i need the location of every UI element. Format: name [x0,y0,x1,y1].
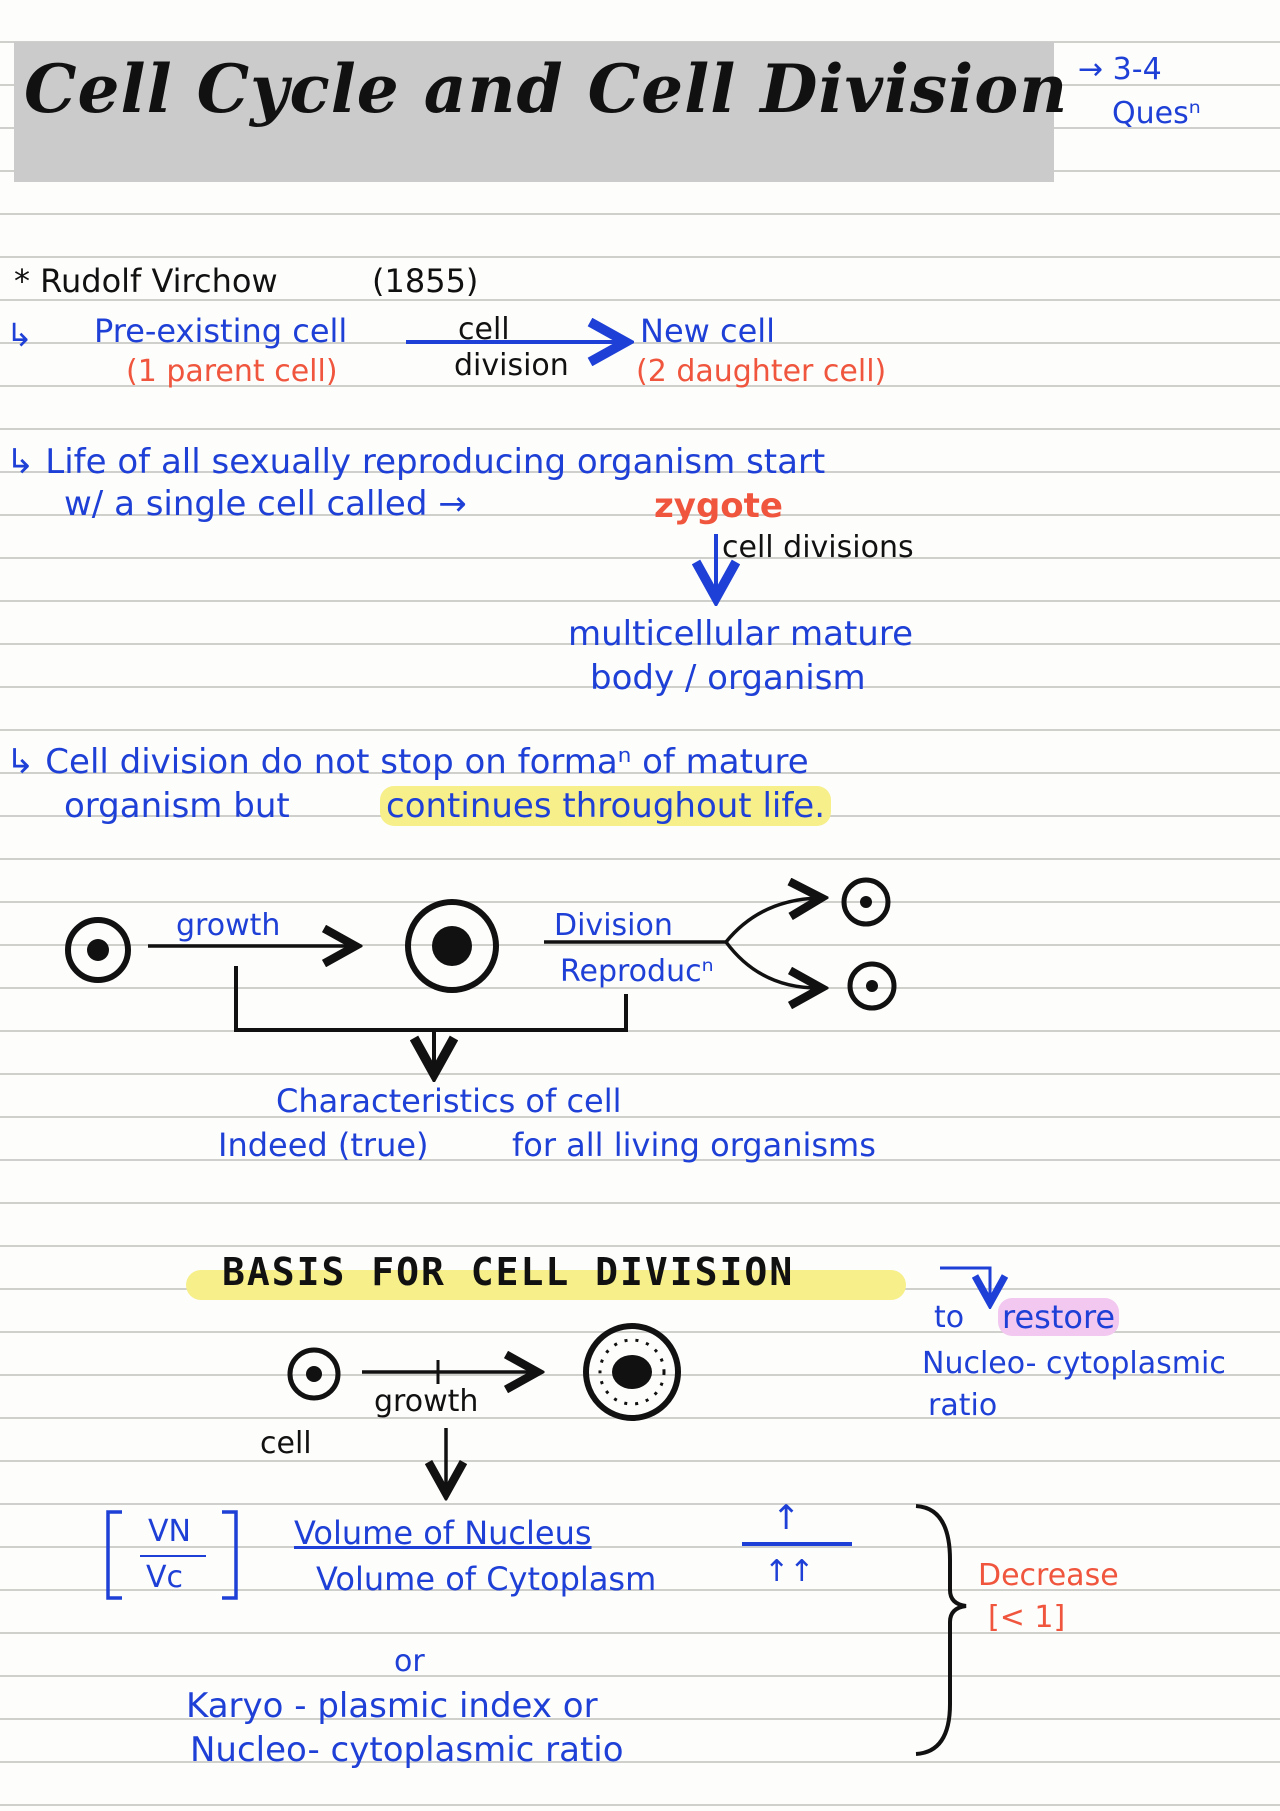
decrease-label: Decrease [978,1558,1119,1593]
restore-line-2: Nucleo- cytoplasmic [922,1346,1226,1381]
daughter-cell-top-icon [841,877,891,927]
basis-large-cell-icon [583,1323,681,1421]
restore-arrow [940,1266,990,1300]
bracket-join [234,966,628,1032]
volume-nucleus: Volume of Nucleus [294,1514,592,1552]
ratio-right-bracket [222,1510,238,1600]
daughter-cell-bottom-icon [847,961,897,1011]
continues-highlight: continues throughout life. [380,786,832,826]
restore-line-3: ratio [928,1388,998,1423]
life-line-1: ↳ Life of all sexually reproducing organ… [6,442,826,482]
grown-cell-icon [405,899,499,993]
vn-label: VN [148,1514,191,1549]
reproduction-label: Reproducⁿ [560,954,714,989]
multicellular-line: multicellular mature [568,614,913,654]
virchow-heading: * Rudolf Virchow [14,262,278,300]
big-curly-brace [915,1504,967,1756]
organism-line: body / organism [590,658,866,698]
bullet-arrow: ↳ [6,316,33,354]
less-than-one: [< 1] [988,1600,1066,1635]
cell-divisions-label: cell divisions [722,530,914,565]
basis-highlight [186,1270,906,1300]
numerator-up-arrow: ↑ [772,1498,801,1538]
title-band [14,42,1054,182]
question-count-label: Quesⁿ [1112,96,1201,131]
growth-label: growth [176,908,281,943]
karyoplasmic-index: Karyo - plasmic index or [186,1686,598,1726]
volume-cytoplasm: Volume of Cytoplasm [316,1560,657,1598]
division-label: Division [554,908,673,943]
virchow-year: (1855) [372,262,479,300]
denominator-up-arrows: ↑↑ [764,1554,815,1589]
characteristics-line: Characteristics of cell [276,1082,622,1120]
zygote-label: zygote [654,486,783,526]
page-title: Cell Cycle and Cell Division [24,50,1069,128]
or-label: or [394,1644,425,1679]
pre-existing-cell: Pre-existing cell [94,312,348,350]
cell-label: cell [260,1426,312,1461]
division-fork [724,898,818,944]
indeed-true: Indeed (true) [218,1126,429,1164]
basis-growth-label: growth [374,1384,479,1419]
small-cell-icon [65,917,131,983]
parent-cell-note: (1 parent cell) [126,354,338,389]
vc-label: Vc [146,1560,184,1595]
daughter-cell-note: (2 daughter cell) [636,354,887,389]
question-count-arrow: → 3-4 [1078,52,1162,87]
new-cell: New cell [640,312,776,350]
ratio-left-bracket [106,1510,122,1600]
basis-heading: BASIS FOR CELL DIVISION [222,1250,795,1294]
restore-word: restore [998,1298,1120,1336]
continues-line-2: organism but [64,786,290,826]
nucleo-cytoplasmic-ratio: Nucleo- cytoplasmic ratio [190,1730,624,1770]
restore-to: to [934,1300,965,1335]
continues-line-1: ↳ Cell division do not stop on formaⁿ of… [6,742,809,782]
life-line-2: w/ a single cell called → [64,484,467,524]
all-living-organisms: for all living organisms [512,1126,876,1164]
arrow-label-bottom: division [454,348,569,383]
basis-small-cell-icon [287,1347,341,1401]
